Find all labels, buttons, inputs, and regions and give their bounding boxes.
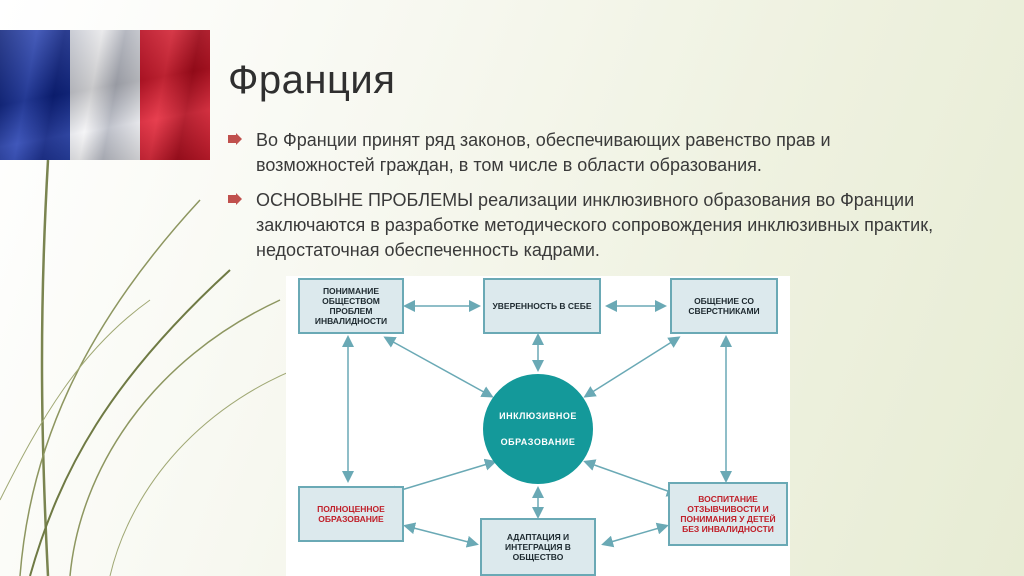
bullet-item: Во Франции принят ряд законов, обеспечив… — [228, 128, 948, 178]
france-flag-image — [0, 30, 210, 160]
bullet-list: Во Франции принят ряд законов, обеспечив… — [228, 128, 948, 273]
arrow-bullet-icon — [228, 133, 242, 145]
box-society-understanding: ПОНИМАНИЕ ОБЩЕСТВОМ ПРОБЛЕМ ИНВАЛИДНОСТИ — [298, 278, 404, 334]
slide-title: Франция — [228, 58, 396, 102]
box-label: ВОСПИТАНИЕ ОТЗЫВЧИВОСТИ И ПОНИМАНИЯ У ДЕ… — [680, 494, 776, 534]
box-label: ПОНИМАНИЕ ОБЩЕСТВОМ ПРОБЛЕМ ИНВАЛИДНОСТИ — [314, 286, 388, 326]
inclusive-education-diagram: ПОНИМАНИЕ ОБЩЕСТВОМ ПРОБЛЕМ ИНВАЛИДНОСТИ… — [286, 276, 790, 576]
bullet-item: ОСНОВЫНЕ ПРОБЛЕМЫ реализации инклюзивног… — [228, 188, 948, 263]
box-peer-communication: ОБЩЕНИЕ СО СВЕРСТНИКАМИ — [670, 278, 778, 334]
bullet-text: ОСНОВЫНЕ ПРОБЛЕМЫ реализации инклюзивног… — [256, 190, 934, 260]
box-empathy-upbringing: ВОСПИТАНИЕ ОТЗЫВЧИВОСТИ И ПОНИМАНИЯ У ДЕ… — [668, 482, 788, 546]
box-label: ПОЛНОЦЕННОЕ ОБРАЗОВАНИЕ — [317, 504, 385, 524]
box-self-confidence: УВЕРЕННОСТЬ В СЕБЕ — [483, 278, 601, 334]
bullet-text: Во Франции принят ряд законов, обеспечив… — [256, 130, 831, 175]
box-full-education: ПОЛНОЦЕННОЕ ОБРАЗОВАНИЕ — [298, 486, 404, 542]
center-circle-inclusive-education: ИНКЛЮЗИВНОЕ ОБРАЗОВАНИЕ — [483, 374, 593, 484]
box-label: ОБЩЕНИЕ СО СВЕРСТНИКАМИ — [688, 296, 760, 316]
box-label: УВЕРЕННОСТЬ В СЕБЕ — [492, 301, 592, 311]
box-adaptation-integration: АДАПТАЦИЯ И ИНТЕГРАЦИЯ В ОБЩЕСТВО — [480, 518, 596, 576]
box-label: АДАПТАЦИЯ И ИНТЕГРАЦИЯ В ОБЩЕСТВО — [505, 532, 571, 562]
diagram-arrows — [342, 300, 732, 548]
arrow-bullet-icon — [228, 193, 242, 205]
center-label: ИНКЛЮЗИВНОЕ ОБРАЗОВАНИЕ — [499, 411, 577, 447]
